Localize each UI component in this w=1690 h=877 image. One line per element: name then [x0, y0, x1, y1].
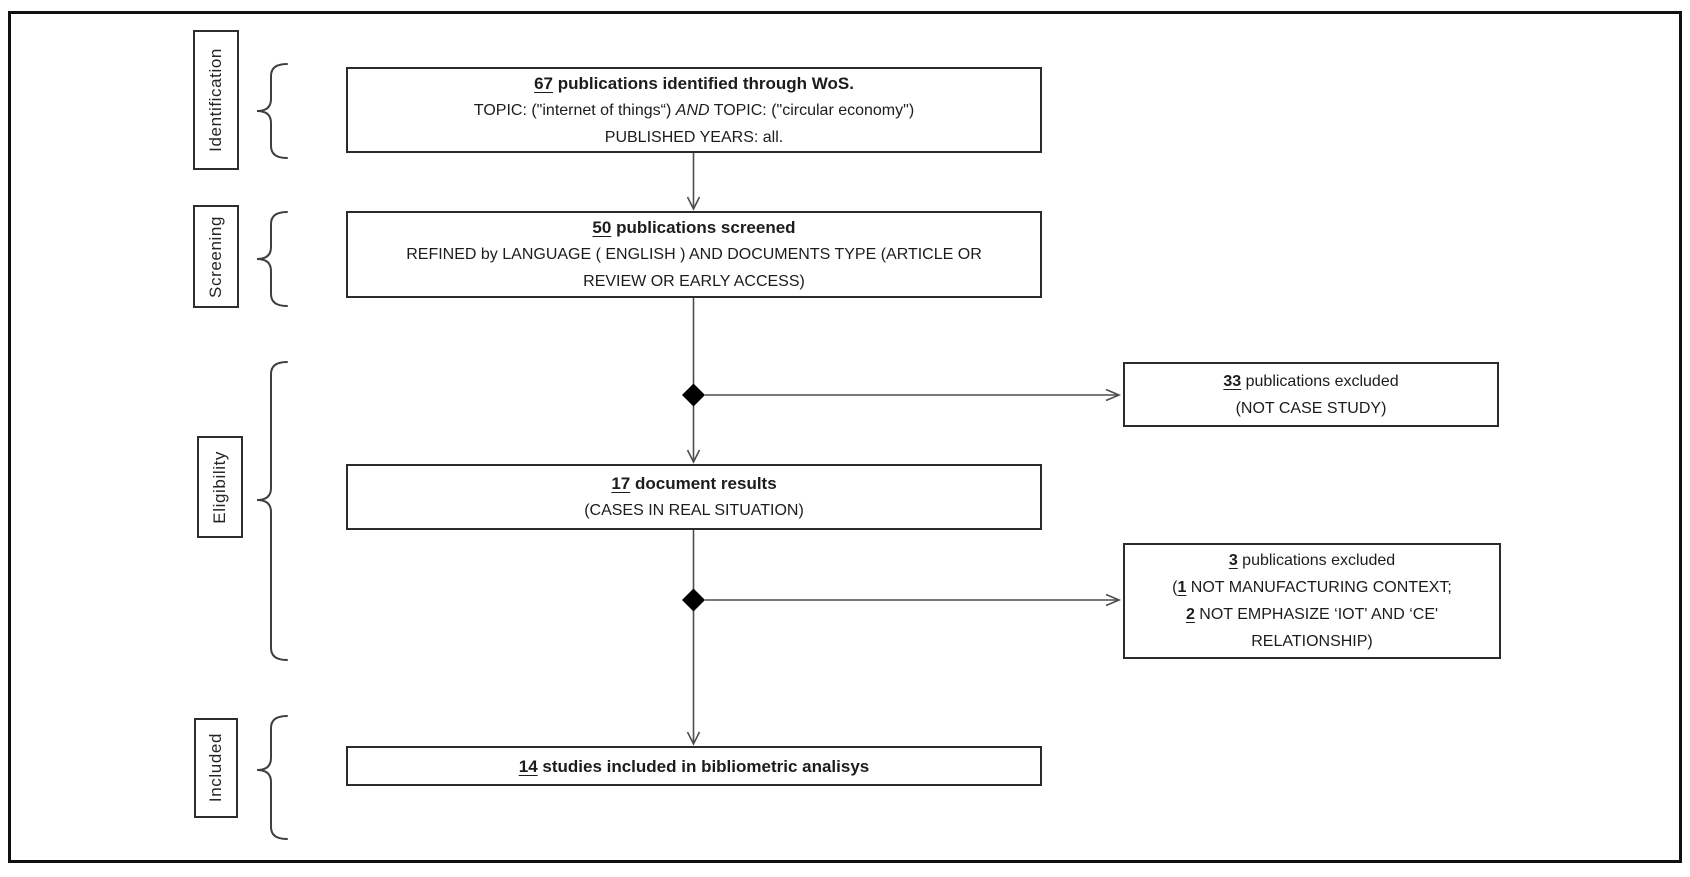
stage-label-included: Included — [194, 718, 238, 818]
included-box: 14 studies included in bibliometric anal… — [346, 746, 1042, 786]
excluded-eligibility-reason1-text: NOT MANUFACTURING CONTEXT; — [1186, 579, 1452, 596]
excluded-eligibility-count: 3 — [1228, 552, 1238, 569]
screened-detail-line1: REFINED by LANGUAGE ( ENGLISH ) AND DOCU… — [406, 246, 982, 263]
excluded-screening-reason: (NOT CASE STUDY) — [1235, 399, 1387, 417]
stage-label-identification-text: Identification — [206, 48, 225, 152]
eligible-box: 17 document results (CASES IN REAL SITUA… — [346, 464, 1042, 530]
identified-criteria-pre: TOPIC: ("internet of things“) — [473, 101, 676, 119]
excluded-eligibility-reason2-count: 2 — [1185, 606, 1195, 623]
stage-label-included-text: Included — [206, 733, 225, 803]
screened-box: 50 publications screened REFINED by LANG… — [346, 211, 1042, 298]
figure-border — [8, 11, 1682, 863]
excluded-eligibility-reason1-open: ( — [1172, 579, 1178, 596]
identified-years-line: PUBLISHED YEARS: all. — [604, 128, 784, 146]
included-count: 14 — [518, 756, 538, 776]
screened-title-line: 50 publications screened — [592, 214, 795, 241]
identified-criteria-post: TOPIC: ("circular economy") — [709, 101, 915, 119]
identified-criteria-line: TOPIC: ("internet of things“) AND TOPIC:… — [474, 97, 914, 124]
identified-title: publications identified through WoS. — [552, 73, 854, 93]
excluded-eligibility-reason2-text: NOT EMPHASIZE ‘IOT' AND ‘CE' — [1194, 606, 1439, 623]
included-title: studies included in bibliometric analisy… — [537, 756, 870, 776]
included-title-line: 14 studies included in bibliometric anal… — [519, 753, 870, 780]
identified-title-line: 67 publications identified through WoS. — [534, 70, 854, 97]
stage-label-screening-text: Screening — [206, 215, 225, 298]
stage-label-screening: Screening — [193, 205, 239, 308]
screened-detail-line2: REVIEW OR EARLY ACCESS) — [583, 273, 805, 290]
excluded-screening-box: 33 publications excluded (NOT CASE STUDY… — [1123, 362, 1499, 427]
excluded-screening-title: publications excluded — [1241, 372, 1399, 390]
eligible-title: document results — [630, 474, 777, 493]
excluded-eligibility-title: publications excluded — [1237, 552, 1396, 569]
identified-count: 67 — [534, 73, 553, 93]
stage-label-eligibility-text: Eligibility — [210, 450, 229, 524]
excluded-eligibility-reason3: RELATIONSHIP) — [1251, 633, 1373, 650]
excluded-eligibility-title-line: 3 publications excluded — [1229, 547, 1395, 574]
stage-label-eligibility: Eligibility — [197, 436, 243, 538]
eligible-count: 17 — [611, 474, 631, 493]
identified-box: 67 publications identified through WoS. … — [346, 67, 1042, 153]
excluded-eligibility-reason1-count: 1 — [1177, 579, 1187, 596]
excluded-screening-count: 33 — [1223, 372, 1242, 390]
screened-count: 50 — [592, 218, 612, 237]
excluded-screening-title-line: 33 publications excluded — [1223, 368, 1398, 395]
stage-label-identification: Identification — [193, 30, 239, 170]
identified-criteria-operator: AND — [675, 101, 710, 119]
eligible-detail: (CASES IN REAL SITUATION) — [584, 502, 804, 519]
excluded-eligibility-box: 3 publications excluded (1 NOT MANUFACTU… — [1123, 543, 1501, 659]
eligible-title-line: 17 document results — [611, 470, 776, 497]
excluded-eligibility-reason1: (1 NOT MANUFACTURING CONTEXT; — [1172, 574, 1452, 601]
screened-title: publications screened — [611, 218, 796, 237]
excluded-eligibility-reason2: 2 NOT EMPHASIZE ‘IOT' AND ‘CE' — [1186, 601, 1438, 628]
